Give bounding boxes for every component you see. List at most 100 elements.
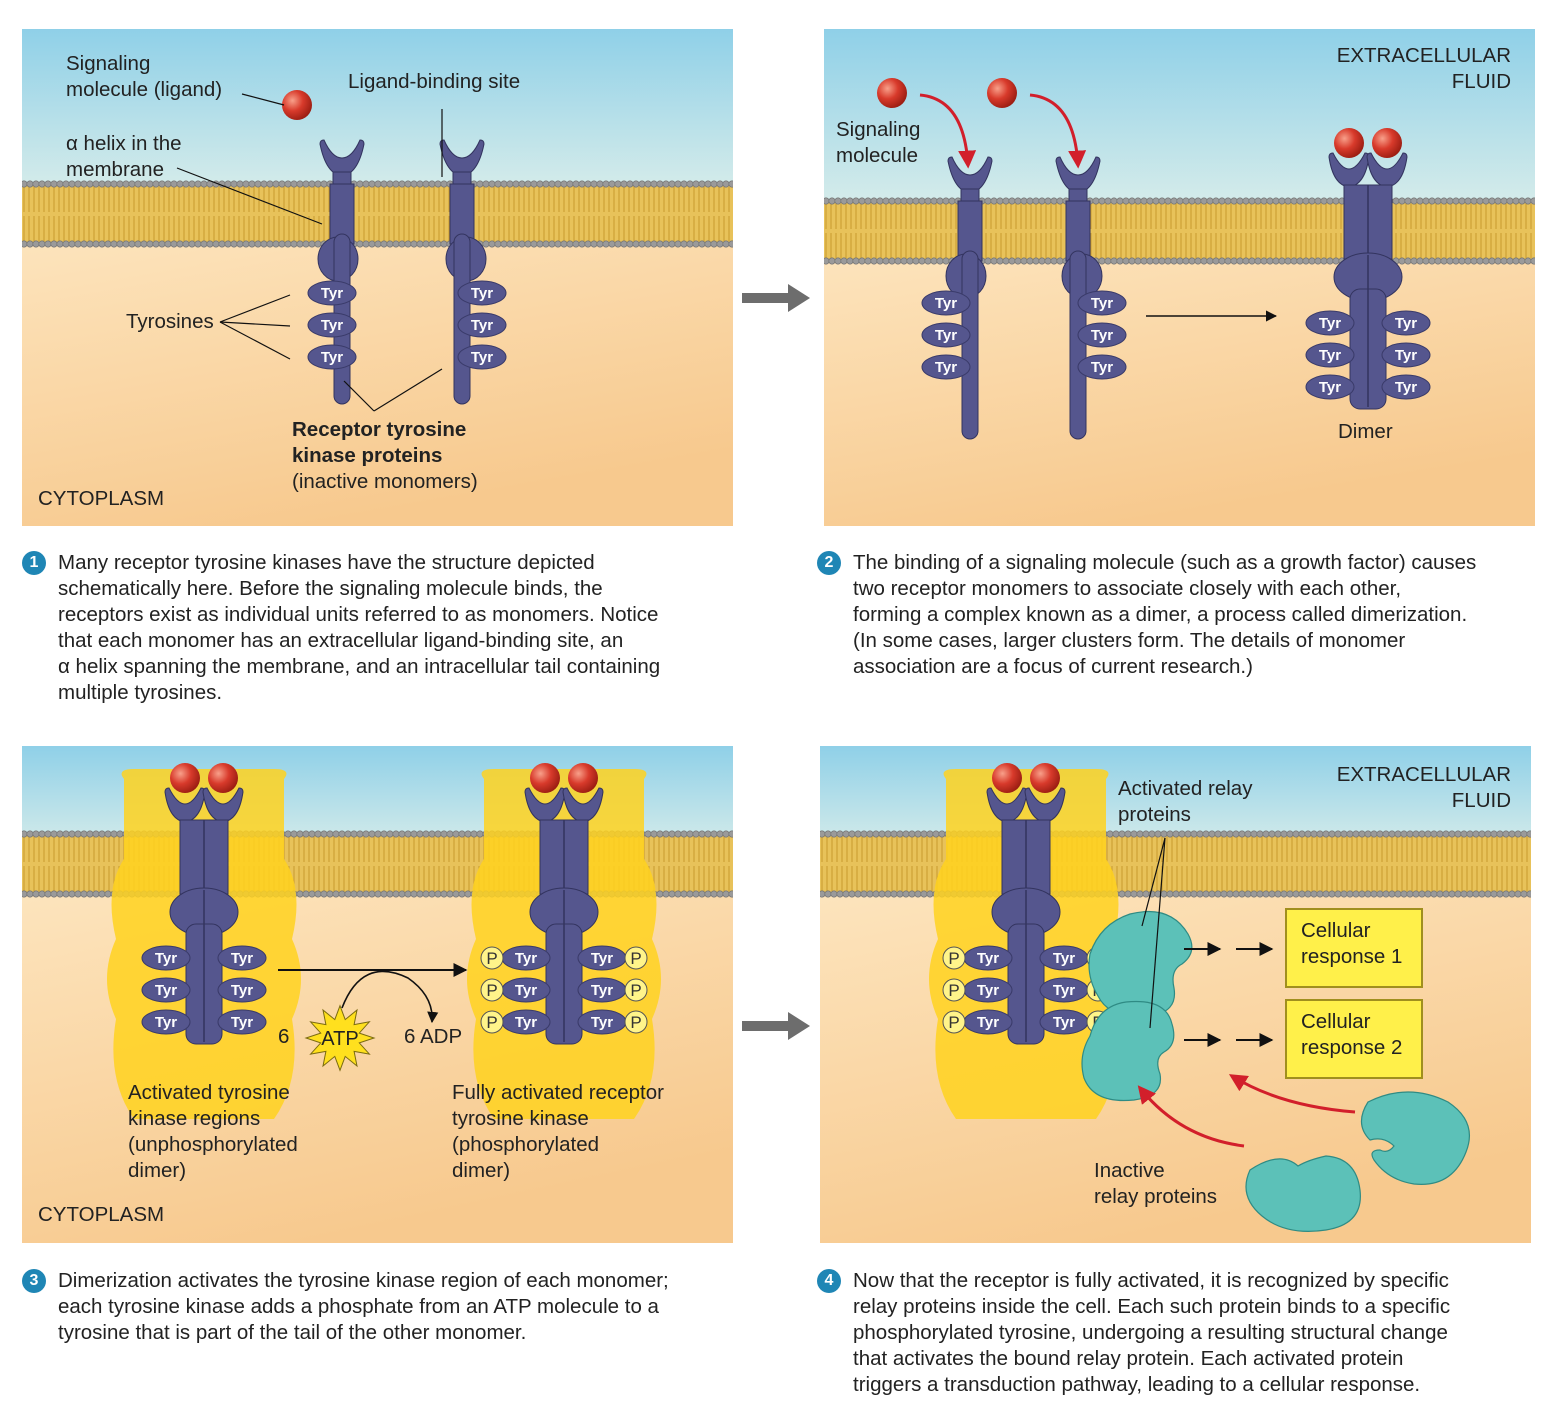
phospholipid-head	[1304, 830, 1312, 838]
phospholipid-head	[1190, 890, 1198, 898]
phospholipid-head	[374, 890, 382, 898]
phospholipid-head	[1500, 197, 1508, 205]
phospholipid-head	[1460, 830, 1468, 838]
phospholipid-head	[1472, 830, 1480, 838]
phospholipid-head	[22, 240, 28, 248]
activated-relay-protein	[1088, 910, 1193, 1018]
receptor-stalk	[332, 171, 352, 185]
phospholipid-head	[596, 240, 604, 248]
phospholipid-head	[1446, 197, 1454, 205]
phospholipid-head	[1124, 830, 1132, 838]
phospholipid-head	[26, 180, 34, 188]
phospholipid-head	[644, 180, 652, 188]
phospholipid-head	[1526, 890, 1531, 898]
tyrosine-label: Tyr	[1395, 315, 1417, 332]
caption-1: 1 Many receptor tyrosine kinases have th…	[22, 550, 762, 710]
phospholipid-head	[302, 240, 310, 248]
phospholipid-head	[1104, 197, 1112, 205]
phospholipid-head	[86, 240, 94, 248]
phospholipid-head	[836, 890, 844, 898]
phospholipid-head	[990, 257, 998, 265]
phospholipid-head	[146, 240, 154, 248]
phospholipid-head	[1322, 830, 1330, 838]
phospholipid-head	[1452, 197, 1460, 205]
phospholipid-head	[572, 180, 580, 188]
phospholipid-head	[1146, 257, 1154, 265]
phospholipid-head	[38, 830, 46, 838]
phospholipid-head	[1440, 197, 1448, 205]
phospholipid-head	[254, 240, 262, 248]
phospholipid-head	[920, 890, 928, 898]
phospholipid-head	[1388, 890, 1396, 898]
phospholipid-head	[870, 197, 878, 205]
phospholipid-head	[1026, 197, 1034, 205]
phospholipid-head	[1218, 197, 1226, 205]
phospholipid-head	[356, 180, 364, 188]
phospholipid-head	[104, 890, 112, 898]
phospholipid-head	[344, 890, 352, 898]
phospholipid-head	[828, 197, 836, 205]
tyrosine	[457, 280, 507, 306]
phospholipid-head	[308, 240, 316, 248]
phospholipid-head	[1358, 890, 1366, 898]
phospholipid-head	[560, 240, 568, 248]
phospholipid-head	[1014, 197, 1022, 205]
phospholipid-head	[824, 257, 830, 265]
phospholipid-head	[1236, 257, 1244, 265]
phospholipid-head	[1260, 257, 1268, 265]
phospholipid-head	[1158, 197, 1166, 205]
step-arrow-3-to-4	[742, 1012, 810, 1040]
phospholipid-head	[1352, 830, 1360, 838]
phospholipid-head	[1008, 197, 1016, 205]
phospholipid-head	[626, 240, 634, 248]
phospholipid-head	[924, 257, 932, 265]
phospholipid-head	[824, 890, 832, 898]
signaling-molecule	[530, 763, 560, 793]
tyrosine	[921, 322, 971, 348]
phospholipid-head	[548, 240, 556, 248]
phospholipid-head	[1448, 890, 1456, 898]
phospholipid-head	[854, 890, 862, 898]
phospholipid-head	[56, 180, 64, 188]
phospholipid-head	[1472, 890, 1480, 898]
phospholipid-head	[200, 240, 208, 248]
tyrosine-label: Tyr	[1091, 327, 1113, 344]
phospholipid-head	[1038, 197, 1046, 205]
tyrosine-label: Tyr	[515, 1014, 537, 1031]
tyrosine-label: Tyr	[977, 1014, 999, 1031]
phospholipid-head	[728, 180, 733, 188]
phosphate-label: P	[630, 1013, 641, 1032]
tyrosine-label: Tyr	[1091, 359, 1113, 376]
phospholipid-head	[362, 240, 370, 248]
phospholipid-head	[1182, 197, 1190, 205]
phospholipid-head	[206, 240, 214, 248]
tyrosine-label: Tyr	[1319, 379, 1341, 396]
phospholipid-head	[842, 830, 850, 838]
phospholipid-head	[1242, 257, 1250, 265]
phospholipid-head	[1464, 197, 1472, 205]
phosphate-label: P	[630, 981, 641, 1000]
tyrosine-label: Tyr	[155, 982, 177, 999]
phosphate	[624, 946, 648, 970]
phospholipid-head	[638, 240, 646, 248]
phospholipid-head	[1446, 257, 1454, 265]
phosphate-label: P	[630, 949, 641, 968]
signaling-molecule	[1030, 763, 1060, 793]
phospholipid-head	[1122, 257, 1130, 265]
phosphate	[942, 946, 966, 970]
phospholipid-head	[1530, 257, 1535, 265]
phospholipid-heads	[824, 197, 1535, 265]
phospholipid-head	[62, 890, 70, 898]
phospholipid-head	[80, 890, 88, 898]
phospholipid-head	[224, 240, 232, 248]
phospholipid-head	[1106, 830, 1114, 838]
phospholipid-head	[110, 830, 118, 838]
phospholipid-head	[936, 197, 944, 205]
signaling-molecule	[170, 763, 200, 793]
atp-starburst	[304, 1004, 376, 1072]
phosphate	[624, 978, 648, 1002]
phospholipid-head	[1490, 830, 1498, 838]
phospholipid-head	[882, 257, 890, 265]
phospholipid-head	[656, 830, 664, 838]
